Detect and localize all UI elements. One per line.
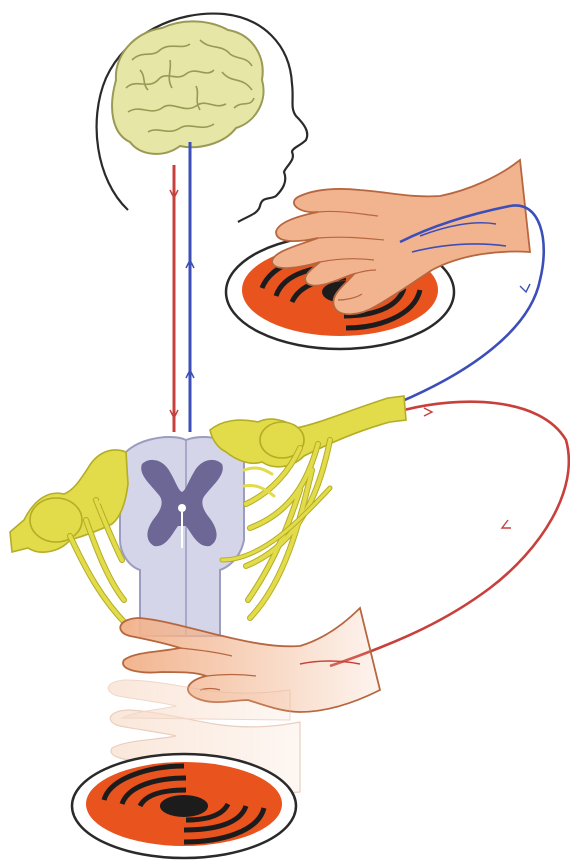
hand-icon <box>272 160 544 402</box>
descending-motor-tract <box>170 165 178 432</box>
spinal-cord-icon <box>120 437 244 636</box>
hot-plate-icon <box>72 754 296 858</box>
brain-icon <box>112 21 263 153</box>
ascending-sensory-tract <box>186 142 194 432</box>
motor-nerve-path <box>330 402 569 666</box>
